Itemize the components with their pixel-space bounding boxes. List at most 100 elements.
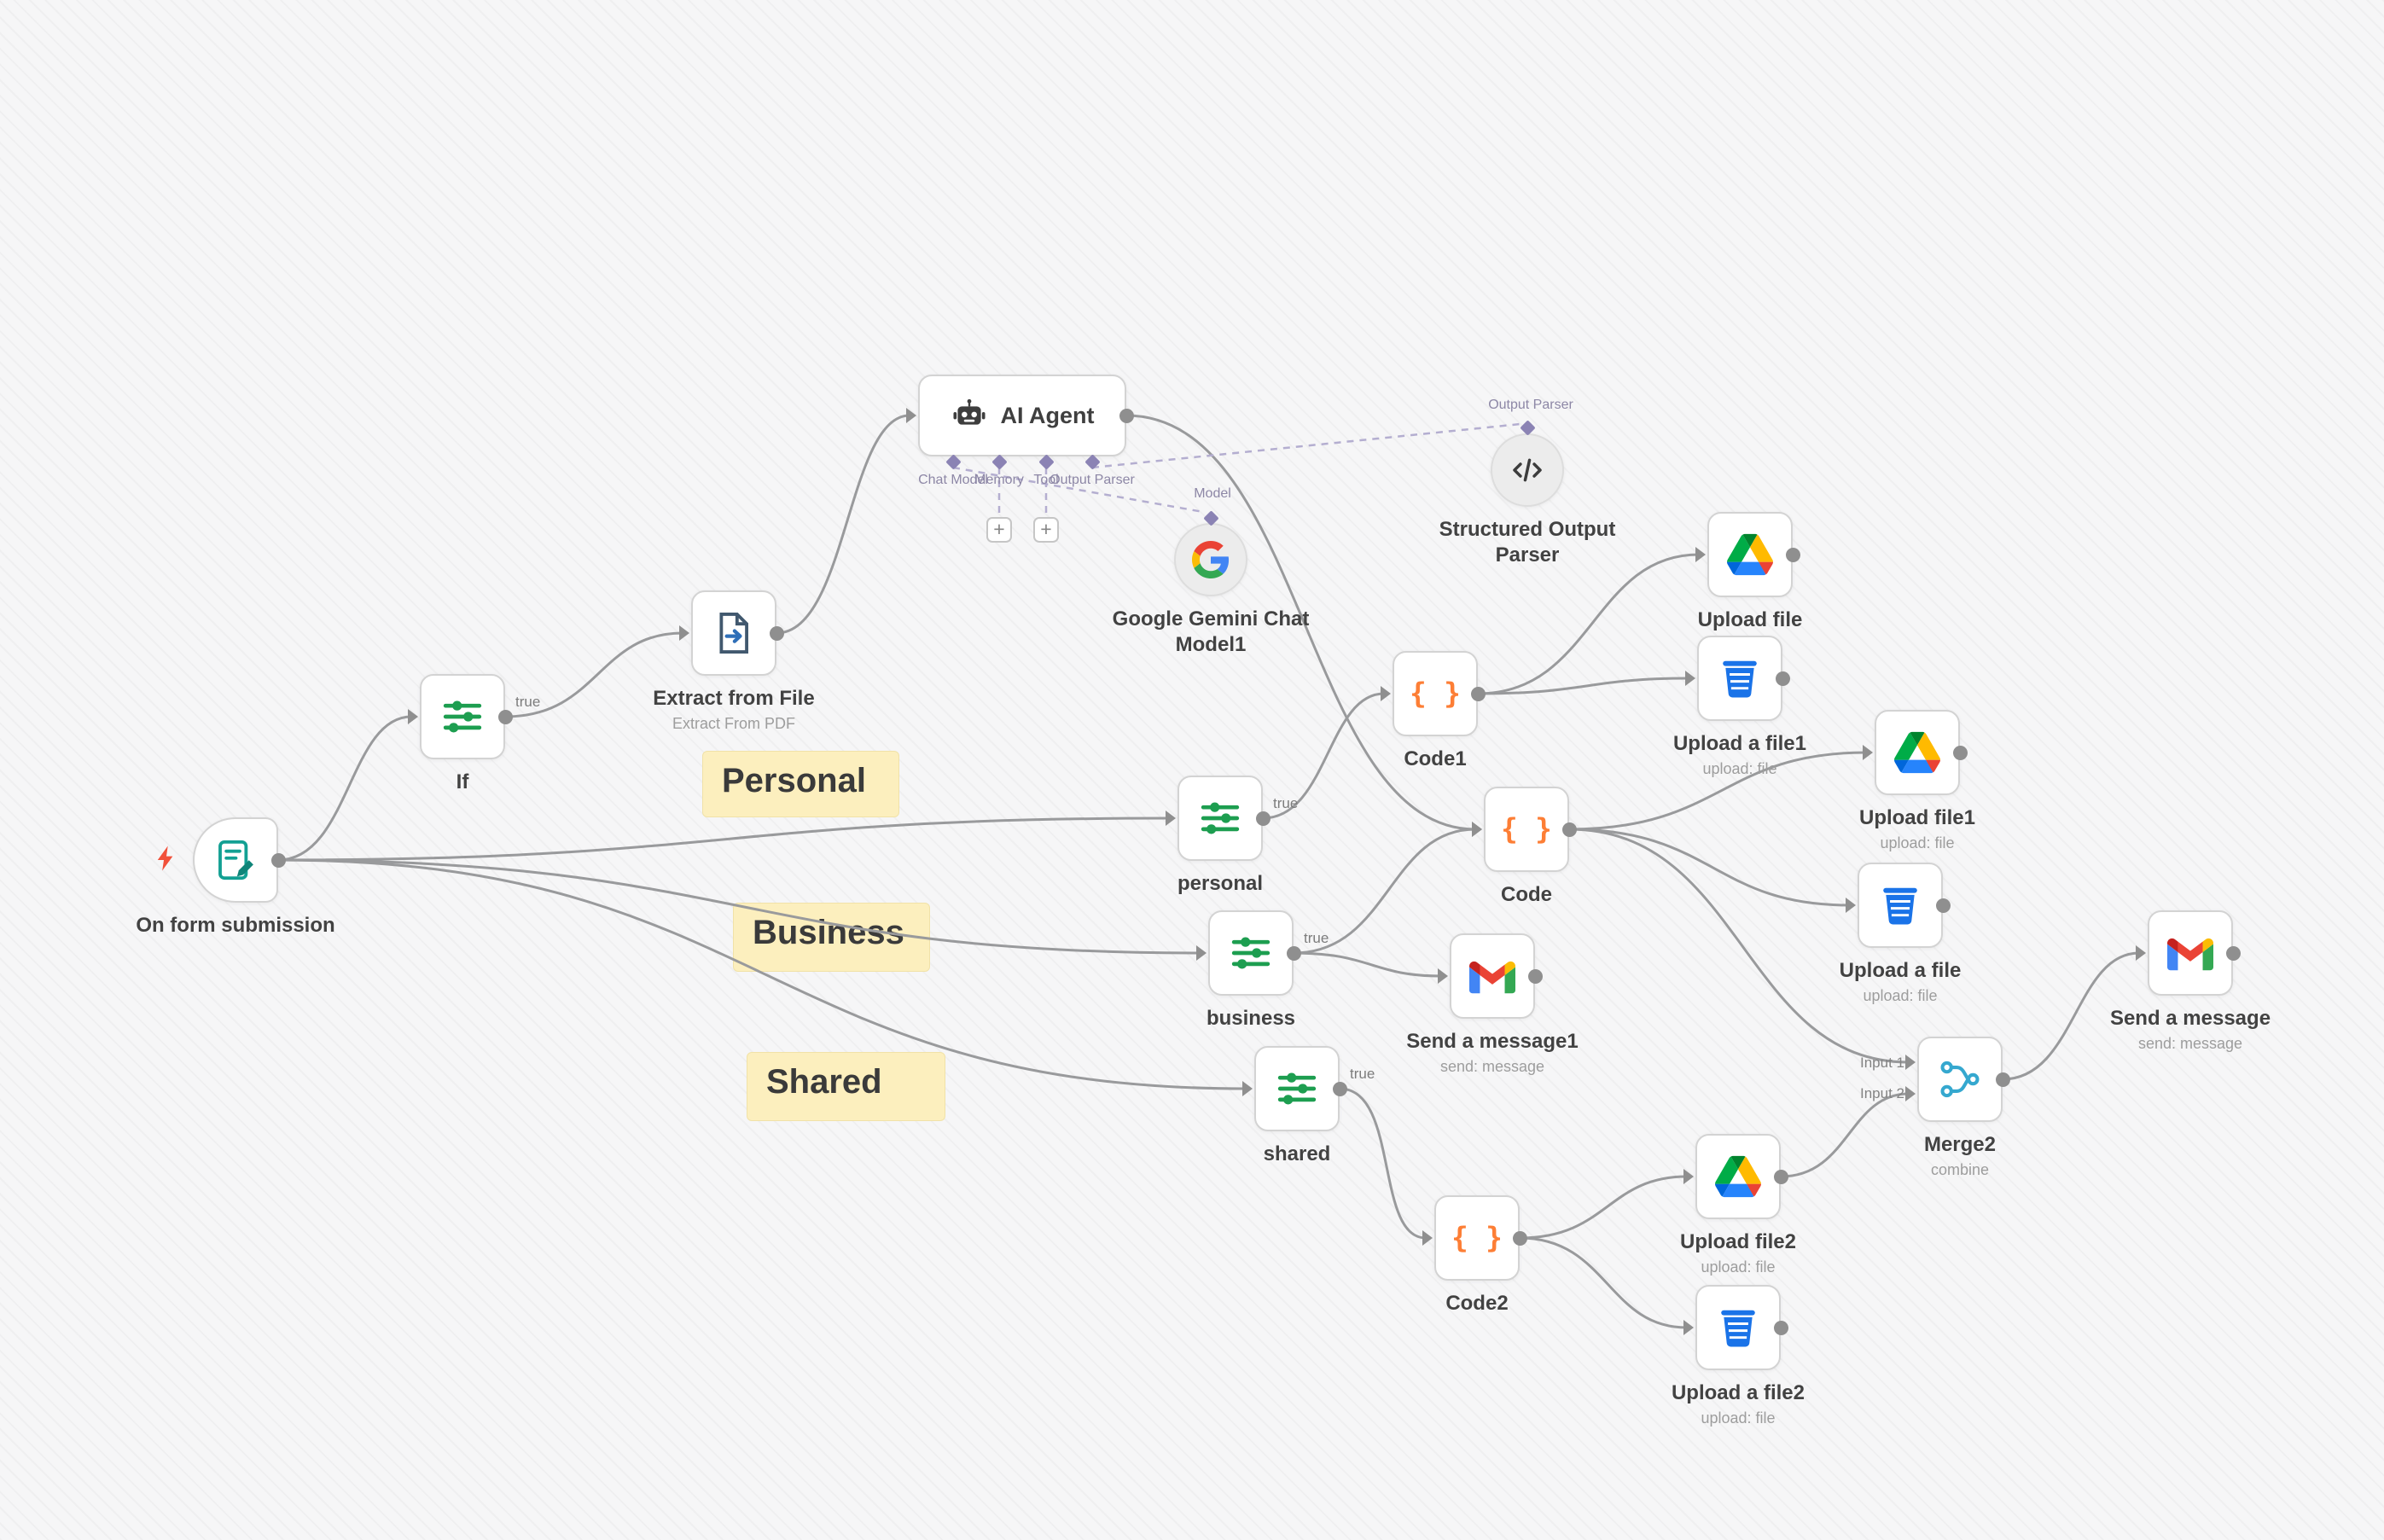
input-arrow — [1695, 547, 1706, 562]
node-title: Code2 — [1445, 1292, 1509, 1315]
output-port[interactable] — [1773, 1169, 1788, 1184]
output-port[interactable] — [1561, 822, 1577, 837]
sticky-note-text: Shared — [766, 1063, 882, 1101]
node-bucket2[interactable] — [1858, 863, 1943, 948]
node-title: Send a message — [2109, 1007, 2271, 1030]
node-gemini[interactable] — [1174, 523, 1247, 596]
add-subnode-button[interactable]: + — [986, 517, 1012, 543]
connection-if-extract[interactable] — [504, 631, 683, 718]
output-port[interactable] — [497, 709, 513, 724]
node-label: shared — [1152, 1142, 1442, 1167]
output-port[interactable] — [1255, 811, 1270, 826]
output-port[interactable] — [1332, 1081, 1347, 1096]
node-gmail1[interactable] — [1450, 933, 1535, 1019]
input-arrow — [1381, 686, 1391, 701]
node-bucket1[interactable] — [1697, 636, 1782, 721]
node-if[interactable] — [420, 674, 505, 759]
node-business[interactable] — [1208, 910, 1294, 996]
connection-merge2-gmail2[interactable] — [2002, 951, 2140, 1081]
add-subnode-button[interactable]: + — [1033, 517, 1059, 543]
ai-subnode-connection[interactable] — [1091, 422, 1521, 469]
node-code1[interactable]: { } — [1393, 651, 1478, 736]
output-port[interactable] — [1512, 1230, 1527, 1246]
node-label: On form submission — [90, 913, 381, 939]
ai-subnode-connection[interactable] — [952, 466, 1204, 514]
connection-code-bucket2[interactable] — [1568, 828, 1850, 907]
node-extract[interactable] — [691, 590, 776, 676]
edge-label: true — [515, 694, 541, 710]
node-label: business — [1106, 1006, 1396, 1032]
connection-aiagent-code[interactable] — [1125, 414, 1476, 831]
output-port[interactable] — [1527, 968, 1543, 984]
input-arrow — [1863, 745, 1873, 760]
node-shared[interactable] — [1254, 1046, 1340, 1131]
node-label: Upload file — [1605, 607, 1895, 633]
output-port[interactable] — [270, 852, 286, 868]
connection-form-shared[interactable] — [277, 858, 1247, 1090]
node-code2[interactable]: { } — [1434, 1195, 1520, 1281]
connection-business-code[interactable] — [1293, 828, 1476, 955]
node-code[interactable]: { } — [1484, 787, 1569, 872]
sticky-note-personal[interactable]: Personal — [702, 751, 899, 817]
node-subtitle: combine — [1930, 1161, 1990, 1178]
output-port[interactable] — [1775, 671, 1790, 686]
connection-code-merge2[interactable] — [1568, 828, 1910, 1064]
filter-icon — [1274, 1066, 1320, 1112]
node-merge2[interactable] — [1917, 1037, 2003, 1122]
connection-shared-code2[interactable] — [1339, 1087, 1427, 1240]
connection-code2-bucket3[interactable] — [1519, 1236, 1688, 1329]
output-port[interactable] — [1952, 745, 1968, 760]
canvas-label: Input 1 — [1860, 1055, 1904, 1071]
output-port[interactable] — [1995, 1072, 2010, 1087]
connection-business-gmail1[interactable] — [1293, 951, 1442, 978]
output-port[interactable] — [1773, 1320, 1788, 1335]
connection-form-personal[interactable] — [277, 816, 1170, 862]
connection-code1-gdrive1[interactable] — [1477, 553, 1700, 695]
trigger-bolt-icon — [152, 841, 181, 880]
subnode-port-label: Chat Model — [918, 473, 988, 487]
code-brackets-icon: { } — [1503, 806, 1550, 852]
connection-personal-code1[interactable] — [1262, 692, 1385, 820]
node-parser[interactable] — [1491, 433, 1564, 507]
node-subtitle: upload: file — [1701, 1409, 1776, 1427]
node-title: On form submission — [136, 914, 335, 937]
node-title: Upload a file2 — [1671, 1381, 1805, 1404]
connection-form-business[interactable] — [277, 858, 1201, 955]
output-port[interactable] — [1470, 686, 1486, 701]
connection-form-if[interactable] — [277, 715, 412, 862]
bucket-icon — [1715, 1305, 1761, 1351]
code-brackets-icon: { } — [1454, 1215, 1500, 1261]
input-arrow — [906, 408, 916, 423]
input-arrow — [1242, 1081, 1253, 1096]
node-gmail2[interactable] — [2148, 910, 2233, 996]
node-gdrive3[interactable] — [1695, 1134, 1781, 1219]
node-gdrive1[interactable] — [1707, 512, 1793, 597]
input-arrow — [1196, 945, 1207, 961]
edge-label: true — [1304, 930, 1329, 946]
sticky-note-business[interactable]: Business — [733, 903, 930, 972]
connection-code1-bucket1[interactable] — [1477, 677, 1689, 695]
node-form[interactable] — [193, 817, 278, 903]
node-gdrive2[interactable] — [1875, 710, 1960, 795]
output-port[interactable] — [1785, 547, 1800, 562]
output-port[interactable] — [769, 625, 784, 641]
input-arrow — [1683, 1320, 1694, 1335]
sticky-note-shared[interactable]: Shared — [747, 1052, 945, 1121]
filter-icon — [1228, 930, 1274, 976]
node-bucket3[interactable] — [1695, 1285, 1781, 1370]
connection-gdrive3-merge2[interactable] — [1780, 1092, 1910, 1178]
output-port[interactable] — [1286, 945, 1301, 961]
output-port[interactable] — [1935, 898, 1951, 913]
connection-extract-aiagent[interactable] — [776, 414, 910, 635]
node-aiagent[interactable]: AI Agent — [918, 375, 1126, 456]
node-personal[interactable] — [1177, 776, 1263, 861]
connection-code2-gdrive3[interactable] — [1519, 1175, 1688, 1240]
input-arrow — [2136, 945, 2146, 961]
node-label: Code1 — [1290, 747, 1580, 772]
svg-text:{ }: { } — [1503, 813, 1550, 846]
node-subtitle: send: message — [2137, 1035, 2243, 1052]
connection-code-gdrive2[interactable] — [1568, 751, 1867, 831]
output-port[interactable] — [1119, 408, 1134, 423]
output-port[interactable] — [2225, 945, 2241, 961]
